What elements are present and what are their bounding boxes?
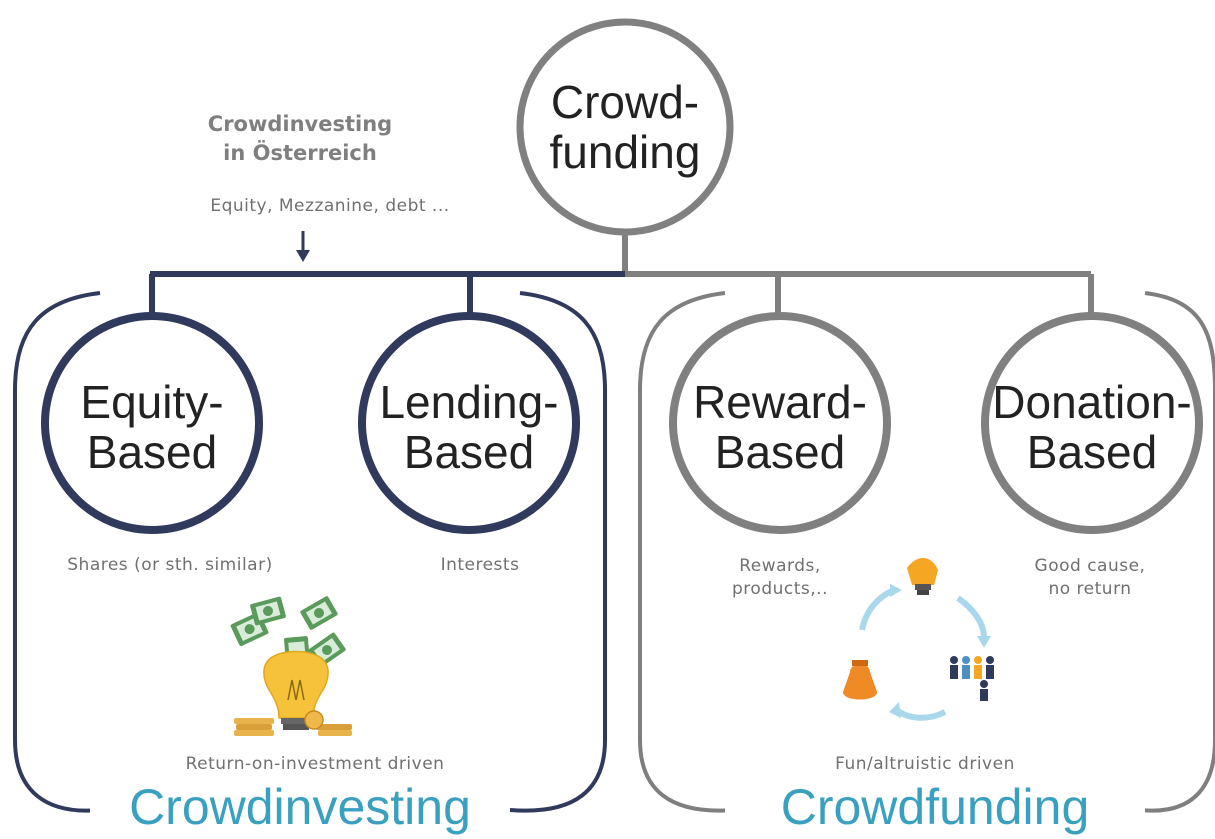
lending-label: Lending- Based — [369, 376, 569, 478]
root-label-line2: funding — [549, 125, 701, 178]
reward-circle — [669, 312, 891, 534]
reward-label-line2: Based — [714, 425, 846, 478]
donation-note-line2: no return — [1048, 578, 1132, 599]
down-arrow-icon — [296, 231, 310, 262]
connector-lines — [149, 220, 1094, 318]
austria-subtitle: Equity, Mezzanine, debt ... — [210, 196, 450, 216]
donation-label-line2: Based — [1026, 425, 1158, 478]
investing-group-label: Crowdinvesting — [90, 778, 510, 836]
investing-bracket-left — [13, 291, 101, 813]
lending-note: Interests — [440, 555, 520, 575]
donation-note-line1: Good cause, — [1034, 556, 1146, 576]
donation-circle — [981, 312, 1203, 534]
equity-note: Shares (or sth. similar) — [67, 555, 273, 575]
investing-bracket-right — [509, 291, 607, 813]
donation-label-line1: Donation- — [992, 376, 1192, 428]
reward-label: Reward- Based — [680, 376, 880, 478]
funding-driver: Fun/altruistic driven — [835, 754, 1015, 774]
austria-title-line1: Crowdinvesting — [207, 112, 393, 136]
equity-label-line1: Equity- — [80, 376, 224, 428]
reward-note-line2: products,.. — [732, 578, 828, 599]
funding-bracket-left — [638, 291, 736, 813]
root-label-line1: Crowd- — [550, 76, 700, 128]
reward-note-line1: Rewards, — [739, 556, 821, 576]
money-lightbulb-icon — [230, 596, 352, 736]
reward-label-line1: Reward- — [693, 376, 867, 428]
equity-circle — [41, 312, 263, 534]
funding-group-label: Crowdfunding — [725, 778, 1145, 836]
donation-note: Good cause, no return — [1005, 555, 1175, 601]
funding-bracket-right — [1139, 291, 1215, 813]
crowdfunding-cycle-icon — [843, 558, 994, 721]
root-label: Crowd- funding — [525, 76, 725, 178]
root-circle — [516, 18, 734, 236]
austria-title: Crowdinvesting in Österreich — [150, 110, 450, 169]
equity-label: Equity- Based — [52, 376, 252, 478]
lending-label-line2: Based — [403, 425, 535, 478]
reward-note: Rewards, products,.. — [700, 555, 860, 601]
investing-driver: Return-on-investment driven — [185, 754, 445, 774]
lending-circle — [358, 312, 580, 534]
equity-label-line2: Based — [86, 425, 218, 478]
austria-title-line2: in Österreich — [223, 141, 377, 166]
donation-label: Donation- Based — [992, 376, 1192, 478]
lending-label-line1: Lending- — [379, 376, 559, 428]
